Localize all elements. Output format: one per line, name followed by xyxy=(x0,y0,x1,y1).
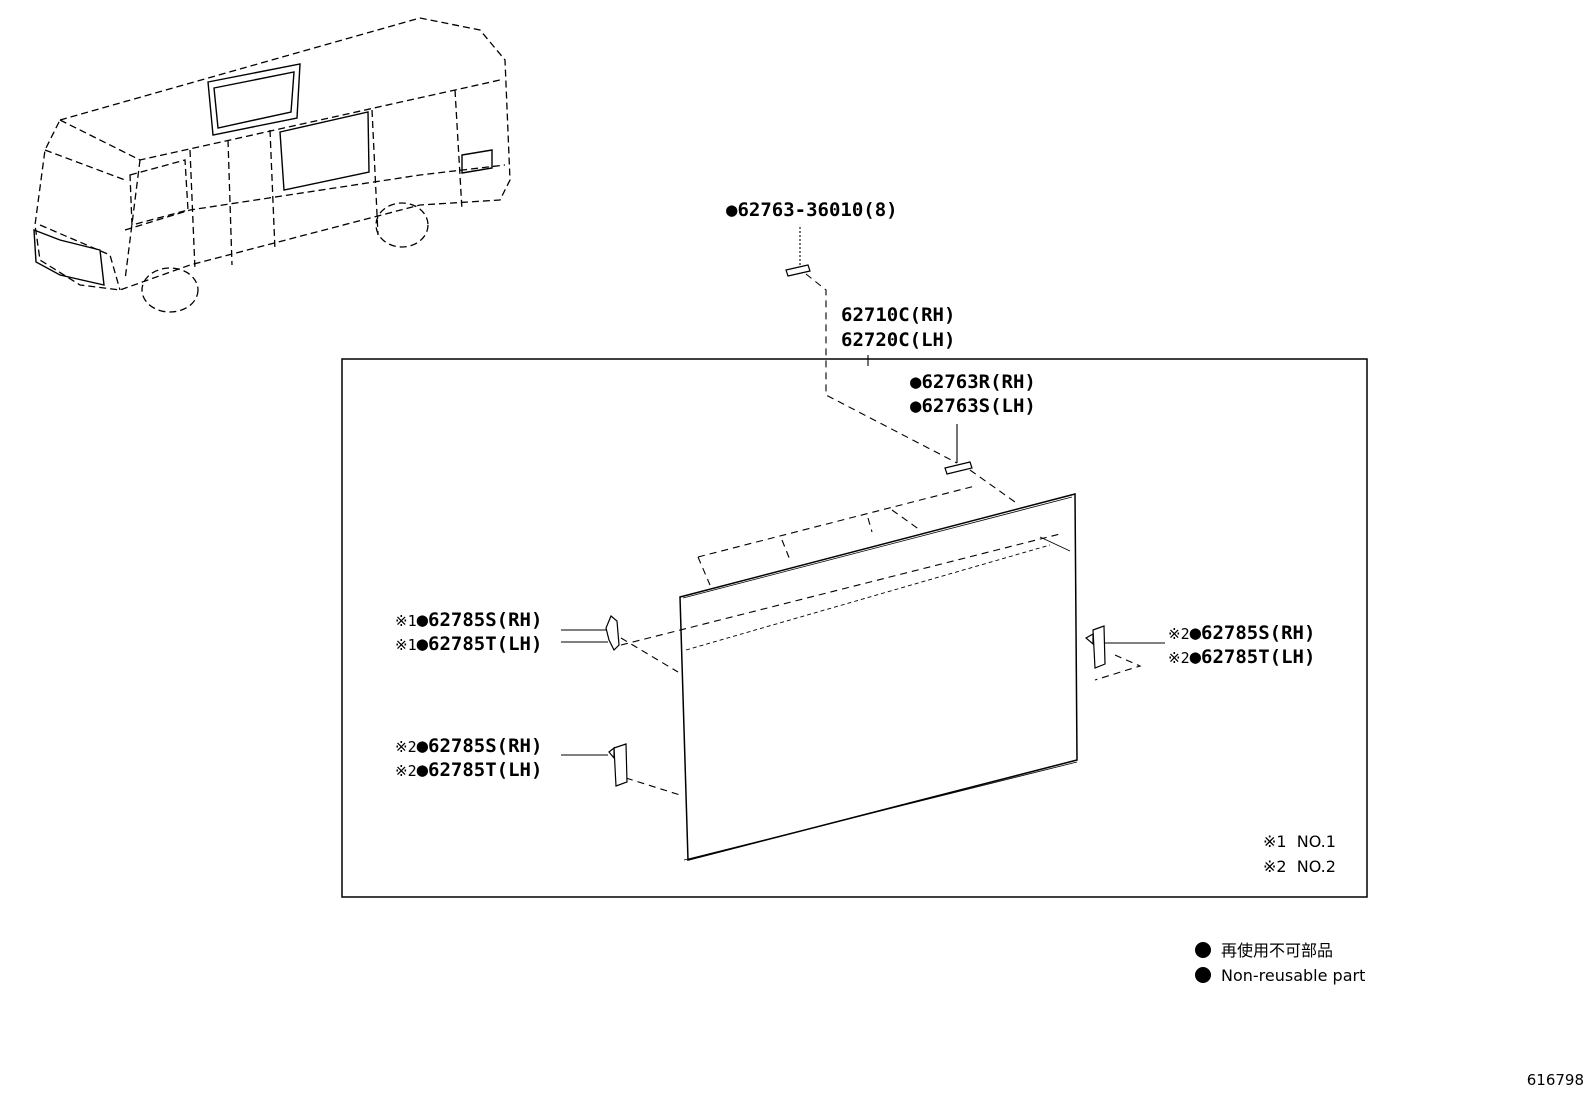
detail-frame xyxy=(341,358,1368,898)
legend-text: Non-reusable part xyxy=(1221,966,1366,985)
label-right-lh: ※2●62785T(LH) xyxy=(1168,645,1315,670)
label-clip-top: ●62763-36010(8) xyxy=(726,199,898,221)
label-clip-mid-rh: ●62763R(RH) xyxy=(910,371,1036,393)
part-number: ●62785T(LH) xyxy=(1189,646,1316,668)
label-left-lower-rh: ※2●62785S(RH) xyxy=(395,734,542,759)
part-number: ●62785S(RH) xyxy=(416,735,543,757)
note-mark: ※2 xyxy=(1168,649,1190,667)
assembly-lines xyxy=(620,273,1142,796)
clip-parts xyxy=(605,264,1106,787)
vehicle-glass xyxy=(33,63,493,286)
part-number: ●62785S(RH) xyxy=(416,609,543,631)
label-left-upper-lh: ※1●62785T(LH) xyxy=(395,632,542,657)
bullet-icon xyxy=(1195,942,1211,958)
label-panel-lh: 62720C(LH) xyxy=(841,329,956,351)
note-no2: ※2 NO.2 xyxy=(1263,856,1336,878)
note-mark: ※2 xyxy=(1263,857,1287,876)
note-text: NO.1 xyxy=(1296,832,1336,851)
clip-top xyxy=(785,264,811,277)
label-panel-rh: 62710C(RH) xyxy=(841,304,956,326)
label-left-lower-lh: ※2●62785T(LH) xyxy=(395,758,542,783)
legend-japanese: 再使用不可部品 xyxy=(1195,939,1333,963)
label-right-rh: ※2●62785S(RH) xyxy=(1168,621,1315,646)
clip-mid xyxy=(944,461,973,475)
note-mark: ※1 xyxy=(395,612,417,630)
legend-text: 再使用不可部品 xyxy=(1221,941,1334,960)
clip-right xyxy=(1092,625,1106,669)
label-clip-mid-lh: ●62763S(LH) xyxy=(910,395,1036,417)
note-mark: ※2 xyxy=(1168,625,1190,643)
note-mark: ※1 xyxy=(395,636,417,654)
note-mark: ※2 xyxy=(395,762,417,780)
clip-left-lower xyxy=(613,743,628,787)
bullet-icon xyxy=(1195,967,1211,983)
part-number: ●62785S(RH) xyxy=(1189,622,1316,644)
part-number: ●62785T(LH) xyxy=(416,633,543,655)
part-number: ●62785T(LH) xyxy=(416,759,543,781)
legend-english: Non-reusable part xyxy=(1195,964,1365,988)
figure-id: 616798 xyxy=(1526,1071,1584,1089)
label-left-upper-rh: ※1●62785S(RH) xyxy=(395,608,542,633)
note-text: NO.2 xyxy=(1296,857,1336,876)
note-no1: ※1 NO.1 xyxy=(1263,831,1336,853)
leader-lines xyxy=(561,227,1165,756)
note-mark: ※2 xyxy=(395,738,417,756)
door-glass-panel xyxy=(679,493,1078,861)
clip-left-upper xyxy=(605,615,620,652)
note-mark: ※1 xyxy=(1263,832,1287,851)
vehicle-illustration xyxy=(34,17,511,313)
